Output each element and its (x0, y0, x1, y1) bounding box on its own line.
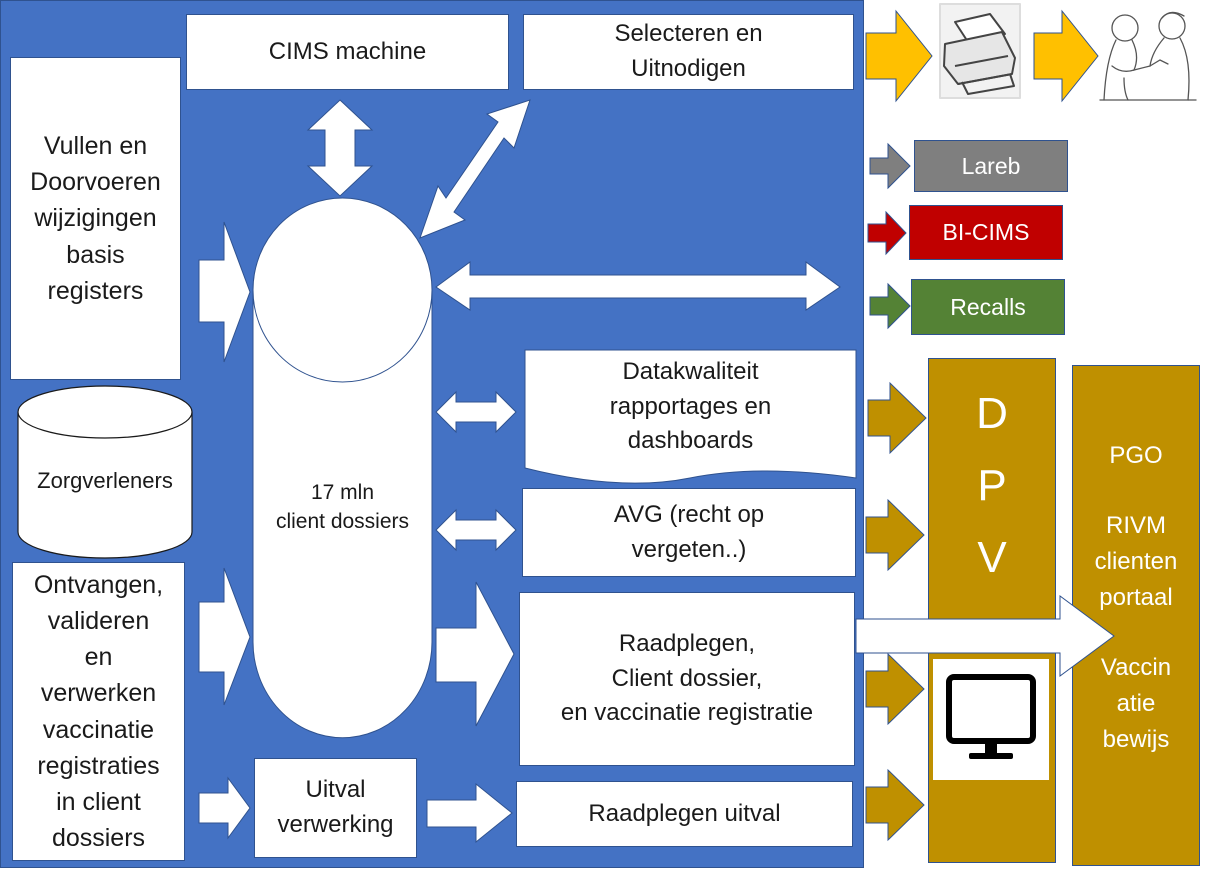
dpv-letter-v: V (977, 533, 1007, 582)
raadplegen-uitval-arrow (426, 782, 513, 844)
external-double-arrow (435, 261, 841, 311)
portal-pgo-label: PGO (1109, 442, 1163, 469)
dpv-letter-d: D (976, 389, 1008, 438)
raadplegen-uitval-box: Raadplegen uitval (516, 781, 853, 847)
selecteren-box: Selecteren en Uitnodigen (523, 14, 854, 90)
ontvangen-label: Ontvangen, valideren en verwerken vaccin… (33, 570, 164, 853)
zorgverleners-label: Zorgverleners (37, 468, 173, 493)
recalls-box: Recalls (911, 279, 1065, 335)
portal-column (1072, 365, 1200, 866)
uitval-verwerking-box: Uitval verwerking (254, 758, 417, 858)
to-printer-arrow (865, 9, 933, 103)
client-dossiers-cylinder (252, 197, 433, 739)
portal-rivm-label: RIVM clienten portaal (1094, 512, 1178, 611)
vaccination-sketch-icon (1099, 11, 1197, 101)
raadplegen-uitval-label: Raadplegen uitval (588, 799, 781, 827)
recalls-label: Recalls (950, 293, 1026, 320)
monitor-icon (946, 674, 1036, 759)
vullen-arrow (198, 221, 251, 363)
raadplegen-label: Raadplegen, Client dossier, en vaccinati… (560, 629, 814, 727)
avg-box: AVG (recht op vergeten..) (522, 488, 856, 577)
selecteren-double-arrow (419, 99, 531, 239)
lareb-box: Lareb (914, 140, 1068, 192)
datakwaliteit-double-arrow (435, 390, 517, 434)
lareb-arrow (869, 142, 911, 190)
avg-label: AVG (recht op vergeten..) (613, 500, 765, 563)
uitval-verwerking-label: Uitval verwerking (277, 776, 394, 838)
printer-icon (939, 3, 1021, 99)
zorgverleners-database-icon (17, 385, 193, 559)
lareb-label: Lareb (961, 152, 1021, 179)
portal-text: PGO RIVM clienten portaal Vaccin atie be… (1072, 438, 1200, 758)
dpv-letters: D P V (928, 392, 1056, 580)
dpv-arrow-1 (867, 381, 927, 455)
client-dossiers-label: 17 mln client dossiers (275, 481, 410, 534)
portal-bewijs-label: Vaccin atie bewijs (1100, 654, 1172, 753)
monitor-panel (933, 659, 1049, 780)
datakwaliteit-document (524, 349, 857, 484)
ontvangen-box: Ontvangen, valideren en verwerken vaccin… (12, 562, 185, 861)
cims-machine-box: CIMS machine (186, 14, 509, 90)
dpv-arrow-4 (865, 768, 925, 842)
vullen-box: Vullen en Doorvoeren wijzigingen basis r… (10, 57, 181, 380)
raadplegen-box: Raadplegen, Client dossier, en vaccinati… (519, 592, 855, 766)
cims-machine-label: CIMS machine (268, 37, 427, 65)
client-dossiers-box: 17 mln client dossiers (253, 478, 432, 537)
dpv-arrow-3 (865, 652, 925, 726)
dpv-arrow-2 (865, 498, 925, 572)
cims-double-arrow (306, 99, 374, 197)
to-vaccination-arrow (1033, 9, 1099, 103)
zorgverleners-box: Zorgverleners (18, 466, 192, 497)
recalls-arrow (869, 282, 911, 330)
vullen-label: Vullen en Doorvoeren wijzigingen basis r… (30, 131, 161, 305)
selecteren-label: Selecteren en Uitnodigen (614, 20, 763, 82)
dpv-letter-p: P (977, 461, 1007, 510)
datakwaliteit-label: Datakwaliteit rapportages en dashboards (609, 357, 772, 455)
bi-cims-label: BI-CIMS (942, 219, 1030, 245)
datakwaliteit-box: Datakwaliteit rapportages en dashboards (525, 350, 856, 464)
uitval-arrow (198, 776, 251, 840)
ontvangen-arrow (198, 567, 251, 706)
raadplegen-arrow (435, 581, 515, 727)
portal-arrow (855, 595, 1115, 677)
avg-double-arrow (435, 508, 517, 552)
bi-cims-arrow (867, 210, 907, 256)
bi-cims-box: BI-CIMS (909, 205, 1063, 260)
